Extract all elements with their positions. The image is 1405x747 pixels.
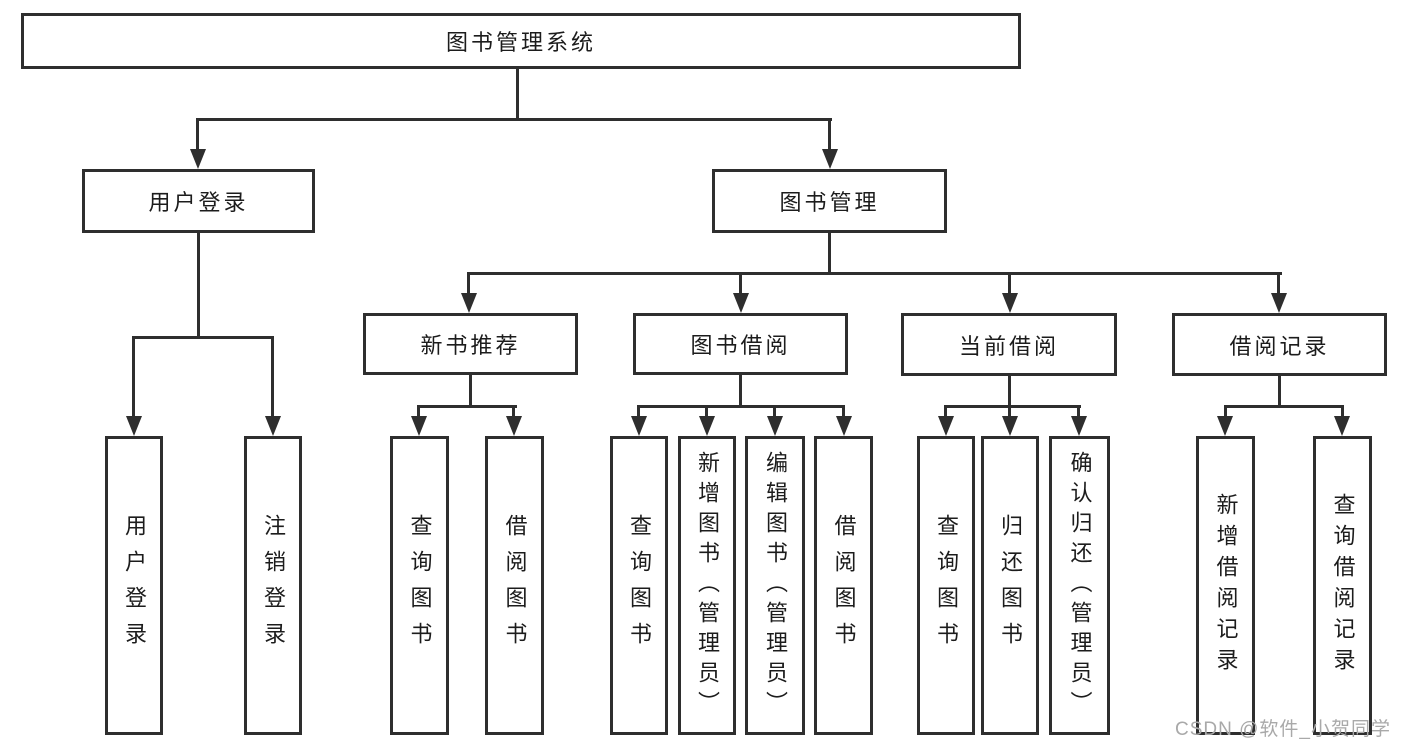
connector-line bbox=[637, 405, 845, 408]
node-label: 查询图书 bbox=[407, 513, 433, 658]
connector-line bbox=[467, 272, 470, 295]
node-leaf-edit-books-admin: 编辑图书（管理员） bbox=[745, 436, 805, 735]
arrowhead-down-icon bbox=[190, 149, 206, 169]
connector-line bbox=[197, 233, 200, 339]
arrowhead-down-icon bbox=[631, 416, 647, 436]
connector-line bbox=[944, 405, 947, 418]
node-label: 借阅图书 bbox=[831, 513, 857, 658]
node-label: 确认归还（管理员） bbox=[1067, 450, 1093, 721]
node-leaf-query-books-2: 查询图书 bbox=[610, 436, 668, 735]
connector-line bbox=[417, 405, 517, 408]
connector-line bbox=[739, 272, 742, 295]
node-label: 图书借阅 bbox=[690, 333, 791, 358]
node-current-borrowing: 当前借阅 bbox=[901, 313, 1117, 376]
connector-line bbox=[271, 336, 274, 418]
connector-line bbox=[1224, 405, 1227, 418]
arrowhead-down-icon bbox=[767, 416, 783, 436]
node-leaf-query-books-1: 查询图书 bbox=[390, 436, 449, 735]
node-user-login: 用户登录 bbox=[82, 169, 315, 233]
node-leaf-confirm-return-admin: 确认归还（管理员） bbox=[1049, 436, 1110, 735]
connector-line bbox=[1341, 405, 1344, 418]
arrowhead-down-icon bbox=[938, 416, 954, 436]
arrowhead-down-icon bbox=[265, 416, 281, 436]
node-label: 新增借阅记录 bbox=[1213, 492, 1239, 679]
node-leaf-query-borrow-record: 查询借阅记录 bbox=[1313, 436, 1372, 735]
connector-line bbox=[842, 405, 845, 418]
node-leaf-return-books: 归还图书 bbox=[981, 436, 1039, 735]
node-leaf-logout: 注销登录 bbox=[244, 436, 302, 735]
arrowhead-down-icon bbox=[461, 293, 477, 313]
connector-line bbox=[1278, 376, 1281, 407]
arrowhead-down-icon bbox=[1271, 293, 1287, 313]
arrowhead-down-icon bbox=[126, 416, 142, 436]
connector-line bbox=[1008, 376, 1011, 407]
connector-line bbox=[944, 405, 1081, 408]
connector-line bbox=[1008, 272, 1011, 295]
arrowhead-down-icon bbox=[699, 416, 715, 436]
node-label: 查询图书 bbox=[934, 513, 959, 658]
connector-line bbox=[1077, 405, 1080, 418]
connector-line bbox=[132, 336, 135, 418]
connector-line bbox=[773, 405, 776, 418]
csdn-watermark: CSDN @软件_小贺同学 bbox=[1175, 719, 1391, 740]
connector-line bbox=[739, 375, 742, 408]
connector-line bbox=[828, 118, 831, 150]
node-leaf-add-borrow-record: 新增借阅记录 bbox=[1196, 436, 1255, 735]
arrowhead-down-icon bbox=[822, 149, 838, 169]
arrowhead-down-icon bbox=[733, 293, 749, 313]
node-label: 图书管理系统 bbox=[445, 30, 596, 55]
node-leaf-borrow-books-2: 借阅图书 bbox=[814, 436, 873, 735]
arrowhead-down-icon bbox=[1002, 293, 1018, 313]
node-book-management: 图书管理 bbox=[712, 169, 947, 233]
node-leaf-query-books-3: 查询图书 bbox=[917, 436, 975, 735]
connector-line bbox=[469, 375, 472, 408]
connector-line bbox=[705, 405, 708, 418]
arrowhead-down-icon bbox=[1002, 416, 1018, 436]
arrowhead-down-icon bbox=[836, 416, 852, 436]
node-leaf-add-books-admin: 新增图书（管理员） bbox=[678, 436, 736, 735]
node-new-book-recommendation: 新书推荐 bbox=[363, 313, 578, 375]
node-label: 编辑图书（管理员） bbox=[763, 450, 788, 721]
node-leaf-borrow-books-1: 借阅图书 bbox=[485, 436, 544, 735]
node-library-management-system: 图书管理系统 bbox=[21, 13, 1021, 69]
arrowhead-down-icon bbox=[1217, 416, 1233, 436]
node-label: 归还图书 bbox=[998, 513, 1023, 658]
node-label: 用户登录 bbox=[122, 513, 147, 658]
arrowhead-down-icon bbox=[506, 416, 522, 436]
node-label: 注销登录 bbox=[261, 513, 286, 658]
node-label: 新增图书（管理员） bbox=[695, 450, 720, 721]
connector-line bbox=[417, 405, 420, 418]
node-label: 查询图书 bbox=[627, 513, 652, 658]
connector-line bbox=[512, 405, 515, 418]
node-label: 借阅记录 bbox=[1229, 333, 1330, 359]
node-label: 用户登录 bbox=[148, 190, 249, 215]
connector-line bbox=[1008, 405, 1011, 418]
node-label: 借阅图书 bbox=[502, 513, 528, 658]
node-label: 图书管理 bbox=[779, 190, 880, 215]
connector-line bbox=[467, 272, 1282, 275]
connector-line bbox=[1277, 272, 1280, 295]
connector-line bbox=[1224, 405, 1344, 408]
connector-line bbox=[637, 405, 640, 418]
node-label: 当前借阅 bbox=[958, 333, 1059, 359]
arrowhead-down-icon bbox=[411, 416, 427, 436]
connector-line bbox=[828, 233, 831, 275]
node-book-borrowing: 图书借阅 bbox=[633, 313, 848, 375]
node-label: 新书推荐 bbox=[420, 333, 521, 358]
arrowhead-down-icon bbox=[1071, 416, 1087, 436]
node-label: 查询借阅记录 bbox=[1330, 492, 1356, 679]
connector-line bbox=[196, 118, 199, 150]
node-borrowing-records: 借阅记录 bbox=[1172, 313, 1387, 376]
connector-line bbox=[132, 336, 274, 339]
arrowhead-down-icon bbox=[1334, 416, 1350, 436]
connector-line bbox=[196, 118, 832, 121]
connector-line bbox=[516, 69, 519, 121]
node-leaf-user-login: 用户登录 bbox=[105, 436, 163, 735]
